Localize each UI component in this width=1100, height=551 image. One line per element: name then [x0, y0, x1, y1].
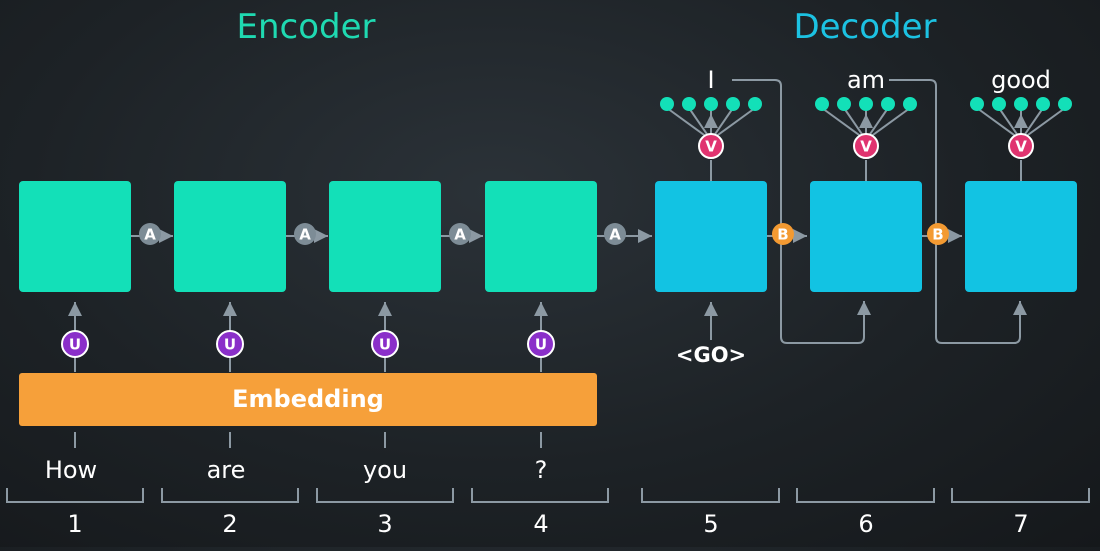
output-node [748, 97, 762, 111]
embedding-bar [19, 373, 597, 426]
fan-line [976, 107, 1022, 141]
u-badge-label-3: U [379, 336, 391, 354]
timestep-7: 7 [1013, 510, 1028, 538]
output-node [815, 97, 829, 111]
decoder-output-3: good [991, 66, 1051, 94]
output-node [837, 97, 851, 111]
embedding-label: Embedding [232, 385, 384, 413]
timestep-bracket [6, 488, 144, 503]
encoder-cell-3 [329, 181, 441, 292]
output-node [1036, 97, 1050, 111]
encoder-cell-2 [174, 181, 286, 292]
v-weight-badges: V V V [698, 133, 1034, 159]
timestep-bracket [796, 488, 935, 503]
output-node [992, 97, 1006, 111]
encoder-input-3: you [363, 456, 407, 484]
output-node [1014, 97, 1028, 111]
fan-line [666, 107, 712, 141]
encoder-title: Encoder [236, 7, 375, 47]
output-node [970, 97, 984, 111]
output-node [704, 97, 718, 111]
timestep-labels: 1 2 3 4 5 6 7 [67, 510, 1028, 538]
v-badge-label-1: V [705, 138, 717, 156]
output-node [903, 97, 917, 111]
fan-line [865, 107, 911, 141]
timestep-bracket [161, 488, 299, 503]
encoder-cell-1 [19, 181, 131, 292]
u-badge-label-2: U [224, 336, 236, 354]
fan-line [710, 107, 756, 141]
timestep-bracket [951, 488, 1090, 503]
encoder-input-4: ? [535, 456, 548, 484]
fan-line [821, 107, 867, 141]
b-badge-label-2: B [932, 226, 943, 244]
decoder-title: Decoder [793, 7, 936, 47]
output-node [859, 97, 873, 111]
decoder-cell-7 [965, 181, 1077, 292]
a-badge-label-1: A [144, 226, 156, 244]
a-badge-label-2: A [299, 226, 311, 244]
u-badge-label-1: U [69, 336, 81, 354]
timestep-bracket [641, 488, 780, 503]
encoder-cell-4 [485, 181, 597, 292]
encoder-input-1: How [45, 456, 97, 484]
word-ticks [74, 432, 542, 448]
timestep-3: 3 [377, 510, 392, 538]
output-node [726, 97, 740, 111]
go-token: <GO> [676, 343, 746, 367]
a-badge-label-3: A [454, 226, 466, 244]
timestep-brackets [6, 488, 1090, 503]
output-node [1058, 97, 1072, 111]
timestep-2: 2 [222, 510, 237, 538]
feedback-links [732, 79, 1027, 344]
timestep-bracket [471, 488, 609, 503]
decoder-output-2: am [847, 66, 885, 94]
fan-line [1020, 107, 1066, 141]
timestep-5: 5 [703, 510, 718, 538]
timestep-6: 6 [858, 510, 873, 538]
output-nodes [660, 97, 1072, 111]
a-weight-badges: A A A A [139, 223, 626, 245]
b-weight-badges: B B [772, 223, 949, 245]
timestep-bracket [316, 488, 454, 503]
v-badge-label-3: V [1015, 138, 1027, 156]
u-badge-label-4: U [535, 336, 547, 354]
v-badge-label-2: V [860, 138, 872, 156]
u-weight-badges: U U U U [61, 330, 555, 358]
timestep-1: 1 [67, 510, 82, 538]
encoder-input-links [68, 302, 548, 372]
decoder-output-1: I [707, 66, 714, 94]
decoder-cell-6 [810, 181, 922, 292]
b-badge-label-1: B [777, 226, 788, 244]
a-badge-label-4: A [609, 226, 621, 244]
encoder-input-2: are [207, 456, 246, 484]
v-input-links [710, 160, 1022, 181]
decoder-cell-5 [655, 181, 767, 292]
output-node [682, 97, 696, 111]
output-node [660, 97, 674, 111]
output-node [881, 97, 895, 111]
timestep-4: 4 [533, 510, 548, 538]
